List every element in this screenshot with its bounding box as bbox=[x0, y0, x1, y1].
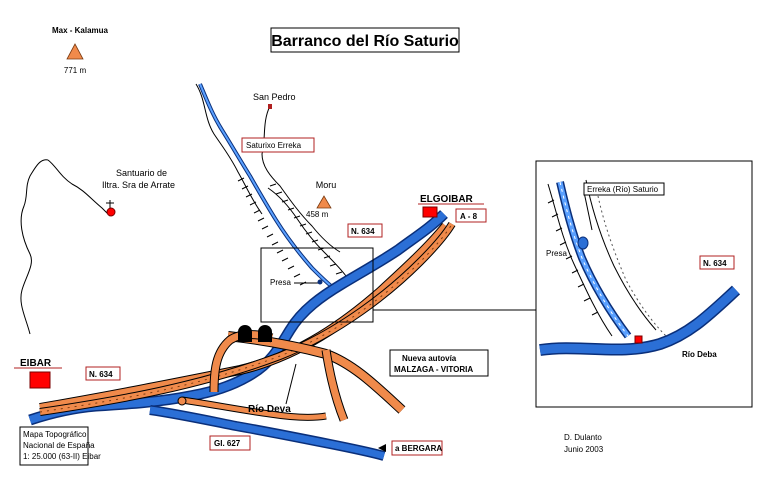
ridge-line-arrate bbox=[47, 159, 111, 217]
saturio-stream-fill bbox=[199, 83, 337, 291]
autovia-label-line1: Nueva autovía bbox=[402, 354, 457, 363]
n634-label-west: N. 634 bbox=[89, 370, 113, 379]
source-line1: Mapa Topográfico bbox=[23, 430, 87, 439]
peak-moru-elevation: 458 m bbox=[306, 210, 329, 219]
saturixo-label: Saturixo Erreka bbox=[246, 141, 302, 150]
hachure-west bbox=[237, 177, 307, 286]
zoom-frame bbox=[260, 247, 374, 323]
rio-deva-leader bbox=[285, 363, 297, 405]
bergara-arrow-icon bbox=[378, 444, 386, 452]
ridge-line-west bbox=[20, 159, 49, 335]
inset-frame bbox=[535, 160, 753, 408]
san-pedro-label: San Pedro bbox=[253, 92, 296, 102]
autovia-label-line2: MALZAGA - VITORIA bbox=[394, 365, 473, 374]
ravine-hachures bbox=[237, 177, 343, 286]
inset-n634-label: N. 634 bbox=[703, 259, 727, 268]
tunnel-portals bbox=[238, 325, 272, 342]
bergara-label: a BERGARA bbox=[395, 444, 442, 453]
elgoibar-marker bbox=[422, 206, 438, 218]
inset-river-label: Río Deba bbox=[682, 350, 717, 359]
ridge-line-north bbox=[195, 83, 263, 215]
inset-stream-label: Erreka (Río) Saturio bbox=[587, 185, 659, 194]
junction-marker bbox=[177, 396, 187, 406]
eibar-label: EIBAR bbox=[20, 358, 52, 369]
inset-hachures bbox=[547, 199, 599, 316]
title-box bbox=[270, 27, 460, 53]
inset-ridge-west bbox=[547, 183, 613, 337]
hachure-east bbox=[269, 183, 343, 275]
peak-moru: Moru 458 m bbox=[306, 180, 336, 219]
tunnel-icon bbox=[258, 325, 272, 342]
source-box bbox=[19, 426, 89, 466]
a8-box bbox=[455, 208, 487, 223]
source-line3: 1: 25.000 (63-II) Eibar bbox=[23, 452, 101, 461]
rio-deva-label: Río Deva bbox=[248, 404, 291, 415]
inset-presa-label: Presa bbox=[546, 249, 567, 258]
gi627-box bbox=[209, 435, 251, 451]
credit-date: Junio 2003 bbox=[564, 445, 604, 454]
road-gi627 bbox=[181, 397, 327, 420]
credit-author: D. Dulanto bbox=[564, 433, 602, 442]
a8-label: A - 8 bbox=[460, 212, 478, 221]
inset-stream-leader bbox=[583, 191, 593, 231]
eibar-marker bbox=[29, 371, 51, 389]
sanctuary-label-line2: Iltra. Sra de Arrate bbox=[102, 180, 175, 190]
inset-stream-core bbox=[559, 181, 629, 337]
peak-kalamua: Max - Kalamua 771 m bbox=[52, 26, 109, 75]
inset-n634-box bbox=[699, 255, 735, 270]
gi627-label: GI. 627 bbox=[214, 439, 241, 448]
bergara-river bbox=[149, 406, 385, 460]
sanctuary-marker bbox=[106, 207, 116, 217]
elgoibar-label: ELGOIBAR bbox=[420, 194, 474, 205]
inset-dam-icon bbox=[577, 236, 589, 250]
sanctuary-label-line1: Santuario de bbox=[116, 168, 167, 178]
ridge-line-sanpedro bbox=[261, 105, 341, 253]
road-a8-center bbox=[39, 223, 453, 413]
autovia-box bbox=[389, 349, 489, 377]
n634-box-east bbox=[347, 223, 383, 238]
tunnel-icon bbox=[238, 325, 252, 342]
peak-moru-name: Moru bbox=[316, 180, 337, 190]
terrain-lines bbox=[20, 83, 347, 335]
inset-red-marker bbox=[634, 335, 643, 344]
n634-label-east: N. 634 bbox=[351, 227, 375, 236]
peak-kalamua-elevation: 771 m bbox=[64, 66, 87, 75]
saturixo-label-box bbox=[241, 137, 315, 153]
inset-stream-box bbox=[583, 182, 665, 196]
presa-marker bbox=[317, 279, 323, 285]
peak-triangle-icon bbox=[316, 195, 332, 209]
n634-box-west bbox=[85, 366, 121, 381]
inset-map: Presa Erreka (Río) Saturio N. 634 Río De… bbox=[535, 160, 753, 408]
inset-river bbox=[539, 286, 740, 355]
peak-triangle-icon bbox=[66, 43, 84, 60]
san-pedro-marker bbox=[268, 104, 272, 109]
bergara-box bbox=[391, 440, 443, 456]
inset-ridge-east bbox=[585, 179, 657, 331]
map-title: Barranco del Río Saturio bbox=[271, 33, 459, 50]
road-autovia-south bbox=[322, 349, 348, 422]
source-line2: Nacional de España bbox=[23, 441, 95, 450]
peak-kalamua-name: Max - Kalamua bbox=[52, 26, 109, 35]
presa-label: Presa bbox=[270, 278, 291, 287]
